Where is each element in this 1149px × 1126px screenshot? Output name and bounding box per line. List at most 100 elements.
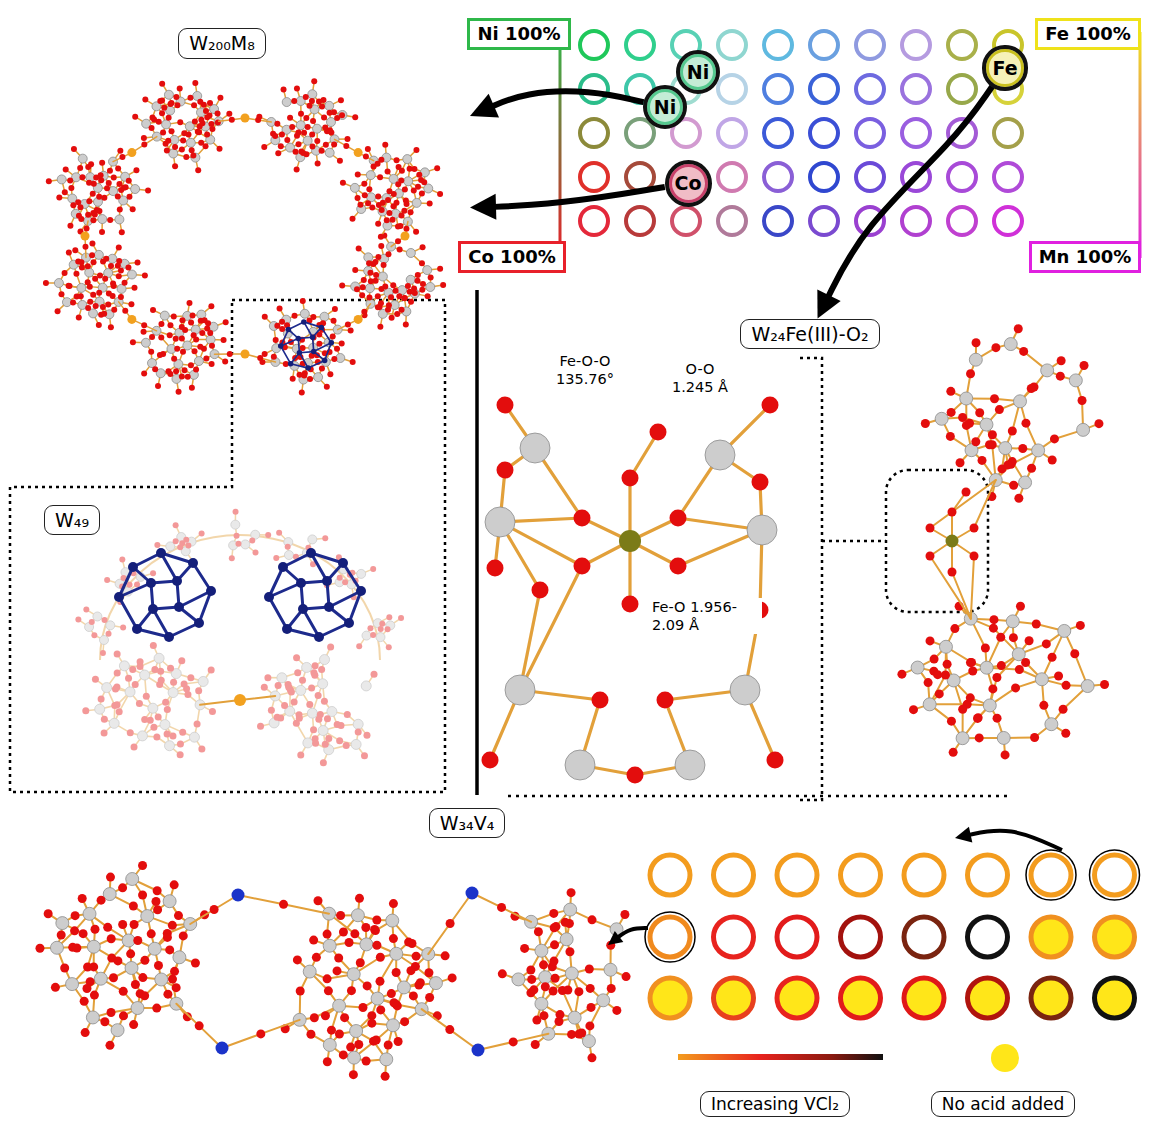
oxygen-atom bbox=[255, 117, 261, 123]
oxygen-atom bbox=[261, 684, 268, 691]
oxygen-atom bbox=[350, 216, 356, 222]
oxygen-atom bbox=[154, 542, 160, 548]
oxygen-atom bbox=[291, 98, 297, 104]
oxygen-atom bbox=[420, 281, 426, 287]
oxygen-atom bbox=[386, 644, 392, 650]
oxygen-atom bbox=[274, 121, 280, 127]
oxygen-atom bbox=[275, 150, 281, 156]
oxygen-atom bbox=[427, 200, 433, 206]
oxygen-atom bbox=[195, 687, 202, 694]
oxygen-atom bbox=[172, 163, 178, 169]
oxygen-atom bbox=[284, 137, 290, 143]
oxygen-atom bbox=[343, 143, 349, 149]
sample-well bbox=[856, 119, 884, 147]
tungsten-atom bbox=[141, 338, 150, 347]
oxygen-atom bbox=[131, 744, 138, 751]
tungsten-atom bbox=[148, 703, 158, 713]
metal-atom bbox=[241, 114, 250, 123]
oxygen-atom bbox=[318, 666, 325, 673]
oxygen-atom bbox=[101, 311, 107, 317]
oxygen-atom bbox=[128, 301, 134, 307]
w49-structure bbox=[75, 509, 404, 766]
oxygen-atom bbox=[291, 699, 298, 706]
tungsten-atom bbox=[327, 707, 337, 717]
oxygen-atom bbox=[306, 701, 313, 708]
oxygen-atom bbox=[67, 223, 73, 229]
polyoxometalate-cluster bbox=[46, 146, 151, 235]
oxygen-atom bbox=[361, 181, 367, 187]
oxygen-atom bbox=[303, 115, 309, 121]
metal-atom bbox=[401, 232, 410, 241]
tungsten-atom bbox=[100, 636, 109, 645]
oxygen-atom bbox=[217, 95, 223, 101]
tungsten-atom bbox=[406, 248, 415, 257]
oxygen-atom bbox=[204, 114, 210, 120]
oxygen-atom bbox=[316, 341, 322, 347]
oxygen-atom bbox=[152, 366, 158, 372]
oxygen-atom bbox=[127, 729, 134, 736]
oxygen-atom bbox=[292, 313, 298, 319]
oxygen-atom bbox=[322, 741, 329, 748]
oxygen-atom bbox=[281, 86, 287, 92]
oxygen-atom bbox=[101, 716, 108, 723]
framework-atom bbox=[146, 578, 156, 588]
tungsten-atom bbox=[198, 676, 208, 686]
oxygen-atom bbox=[321, 115, 327, 121]
framework-atom bbox=[311, 349, 317, 355]
oxygen-atom bbox=[434, 165, 440, 171]
oxygen-atom bbox=[285, 681, 292, 688]
tungsten-atom bbox=[403, 155, 412, 164]
tungsten-atom bbox=[54, 279, 63, 288]
oxygen-atom bbox=[337, 575, 343, 581]
oxygen-atom bbox=[382, 142, 388, 148]
oxygen-atom bbox=[357, 202, 363, 208]
sample-well bbox=[810, 119, 838, 147]
sample-well bbox=[902, 119, 930, 147]
oxygen-atom bbox=[366, 186, 372, 192]
oxygen-atom bbox=[62, 270, 68, 276]
oxygen-atom bbox=[377, 324, 383, 330]
oxygen-atom bbox=[186, 300, 192, 306]
sample-well bbox=[902, 75, 930, 103]
tungsten-atom bbox=[406, 275, 415, 284]
tungsten-atom bbox=[362, 631, 371, 640]
oxygen-atom bbox=[361, 752, 368, 759]
oxygen-atom bbox=[122, 280, 128, 286]
oxygen-atom bbox=[378, 286, 384, 292]
oxygen-atom bbox=[356, 643, 362, 649]
oxygen-atom bbox=[96, 194, 102, 200]
oxygen-atom bbox=[303, 94, 309, 100]
oxygen-atom bbox=[370, 566, 376, 572]
oxygen-atom bbox=[177, 751, 184, 758]
oxygen-atom bbox=[275, 682, 282, 689]
oxygen-atom bbox=[369, 204, 375, 210]
oxygen-atom bbox=[332, 306, 338, 312]
oxygen-atom bbox=[249, 538, 255, 544]
oxygen-atom bbox=[66, 250, 72, 256]
oxygen-atom bbox=[437, 266, 443, 272]
framework-atom bbox=[164, 632, 174, 642]
oxygen-atom bbox=[98, 172, 104, 178]
oxygen-atom bbox=[340, 180, 346, 186]
oxygen-atom bbox=[92, 211, 98, 217]
sample-well bbox=[948, 75, 976, 103]
oxygen-atom bbox=[93, 303, 99, 309]
oxygen-atom bbox=[393, 288, 399, 294]
oxygen-atom bbox=[308, 685, 315, 692]
oxygen-atom bbox=[67, 283, 73, 289]
oxygen-atom bbox=[408, 209, 414, 215]
tungsten-atom bbox=[162, 120, 171, 129]
oxygen-atom bbox=[97, 273, 103, 279]
oxygen-atom bbox=[310, 669, 317, 676]
oxygen-atom bbox=[229, 117, 235, 123]
oxygen-atom bbox=[229, 555, 235, 561]
oxygen-atom bbox=[390, 217, 396, 223]
oxygen-atom bbox=[367, 625, 373, 631]
oxygen-atom bbox=[202, 317, 208, 323]
framework-atom bbox=[305, 365, 311, 371]
tungsten-atom bbox=[366, 171, 375, 180]
oxygen-atom bbox=[323, 142, 329, 148]
oxygen-atom bbox=[106, 180, 112, 186]
tungsten-atom bbox=[325, 101, 334, 110]
tungsten-atom bbox=[361, 681, 371, 691]
